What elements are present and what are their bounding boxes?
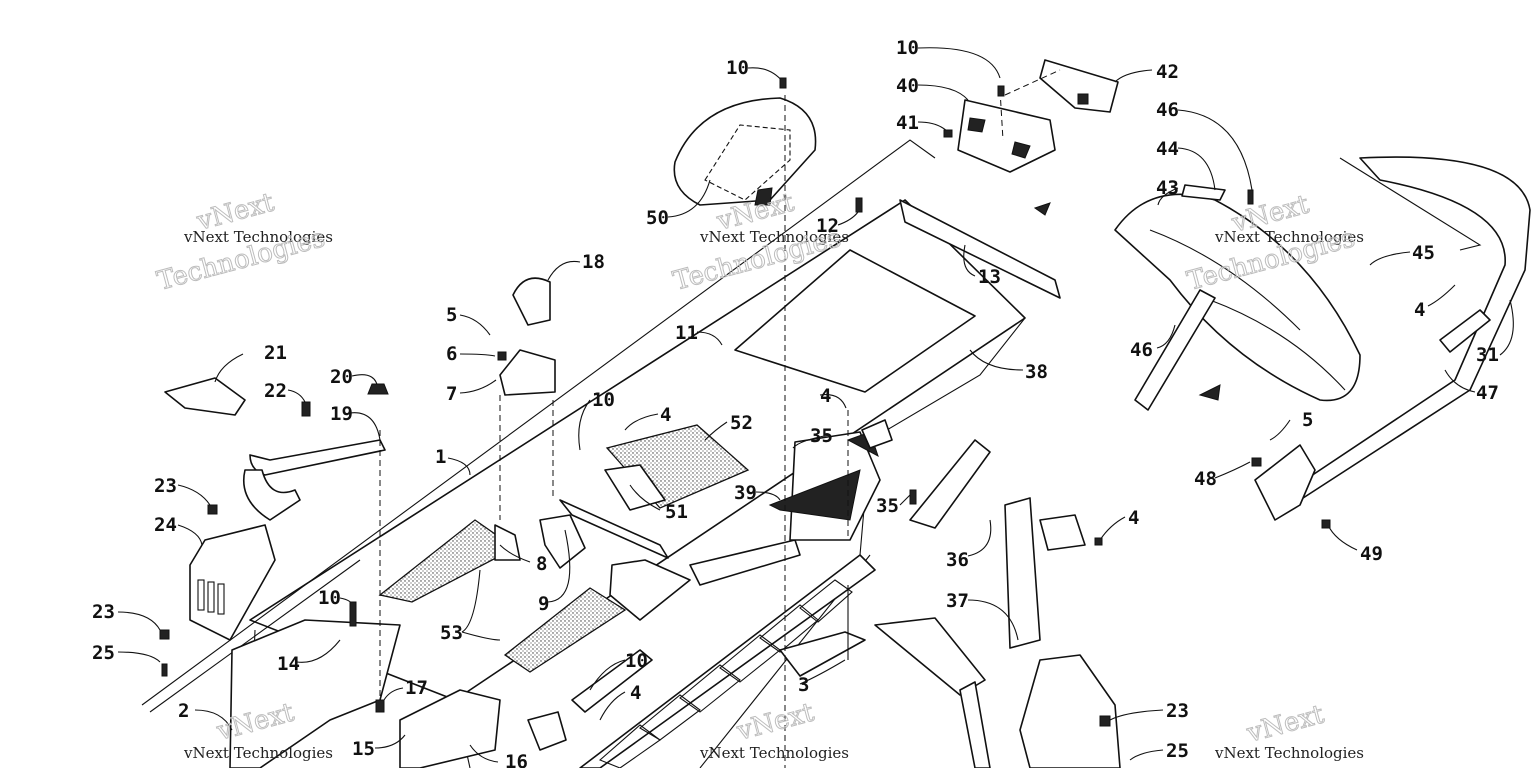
- callout-4: 4: [660, 404, 671, 426]
- callout-4: 4: [820, 385, 831, 407]
- rear-rack-assembly: [1033, 156, 1531, 521]
- callout-15: 15: [352, 738, 375, 760]
- callout-36: 36: [946, 549, 969, 571]
- hardware: [159, 77, 1331, 727]
- callout-47: 47: [1476, 382, 1499, 404]
- callout-21: 21: [264, 342, 287, 364]
- callout-25: 25: [1166, 740, 1189, 762]
- callout-23: 23: [1166, 700, 1189, 722]
- callout-13: 13: [978, 266, 1001, 288]
- callout-6: 6: [446, 343, 457, 365]
- callout-31: 31: [1476, 344, 1499, 366]
- callout-10: 10: [726, 57, 749, 79]
- leader-lines: [117, 47, 1514, 763]
- callout-1: 1: [435, 446, 446, 468]
- callout-35: 35: [810, 425, 833, 447]
- callout-5: 5: [446, 304, 457, 326]
- callout-18: 18: [582, 251, 605, 273]
- callout-39: 39: [734, 482, 757, 504]
- watermark-text: vNext Technologies: [1214, 228, 1364, 246]
- callout-10: 10: [592, 389, 615, 411]
- callout-23: 23: [92, 601, 115, 623]
- callout-10: 10: [625, 650, 648, 672]
- upper-brackets: [957, 59, 1119, 173]
- callout-2: 2: [178, 700, 189, 722]
- callout-17: 17: [405, 677, 428, 699]
- callout-4: 4: [630, 682, 641, 704]
- watermark-text: vNext Technologies: [183, 744, 333, 762]
- callout-50: 50: [646, 207, 669, 229]
- callout-46: 46: [1156, 99, 1179, 121]
- callout-43: 43: [1156, 177, 1179, 199]
- callout-53: 53: [440, 622, 463, 644]
- callout-41: 41: [896, 112, 919, 134]
- watermark-text: vNext Technologies: [1214, 744, 1364, 762]
- callout-12: 12: [816, 215, 839, 237]
- callout-24: 24: [154, 514, 177, 536]
- callout-52: 52: [730, 412, 753, 434]
- callout-48: 48: [1194, 468, 1217, 490]
- watermark-text: vNext Technologies: [183, 228, 333, 246]
- callout-labels: 10 10 42 40 41 46 44 43 45 50 12 13 18 1…: [92, 37, 1499, 768]
- callout-10: 10: [318, 587, 341, 609]
- callout-37: 37: [946, 590, 969, 612]
- callout-42: 42: [1156, 61, 1179, 83]
- callout-7: 7: [446, 383, 457, 405]
- assembly-lines: [379, 69, 1061, 768]
- rear-frame: [779, 199, 1121, 768]
- callout-44: 44: [1156, 138, 1179, 160]
- callout-25: 25: [92, 642, 115, 664]
- watermark-text: vNext Technologies: [699, 228, 849, 246]
- watermark-text: vNext: [1243, 699, 1328, 749]
- callout-11: 11: [675, 322, 698, 344]
- callout-4: 4: [1414, 299, 1425, 321]
- watermark-text: vNext: [733, 697, 818, 747]
- callout-10: 10: [896, 37, 919, 59]
- callout-20: 20: [330, 366, 353, 388]
- callout-23: 23: [154, 475, 177, 497]
- callout-8: 8: [536, 553, 547, 575]
- callout-38: 38: [1025, 361, 1048, 383]
- tunnel-body: [141, 139, 1026, 768]
- left-handle: [164, 277, 653, 768]
- callout-16: 16: [505, 751, 528, 768]
- callout-49: 49: [1360, 543, 1383, 565]
- callout-40: 40: [896, 75, 919, 97]
- callout-22: 22: [264, 380, 287, 402]
- callout-4: 4: [1128, 507, 1139, 529]
- callout-45: 45: [1412, 242, 1435, 264]
- callout-14: 14: [277, 653, 300, 675]
- callout-51: 51: [665, 501, 688, 523]
- callout-3: 3: [798, 674, 809, 696]
- callout-5: 5: [1302, 409, 1313, 431]
- callout-35: 35: [876, 495, 899, 517]
- callout-9: 9: [538, 593, 549, 615]
- callout-19: 19: [330, 403, 353, 425]
- seat-pad: [673, 97, 817, 206]
- watermark-text: vNext Technologies: [699, 744, 849, 762]
- callout-46: 46: [1130, 339, 1153, 361]
